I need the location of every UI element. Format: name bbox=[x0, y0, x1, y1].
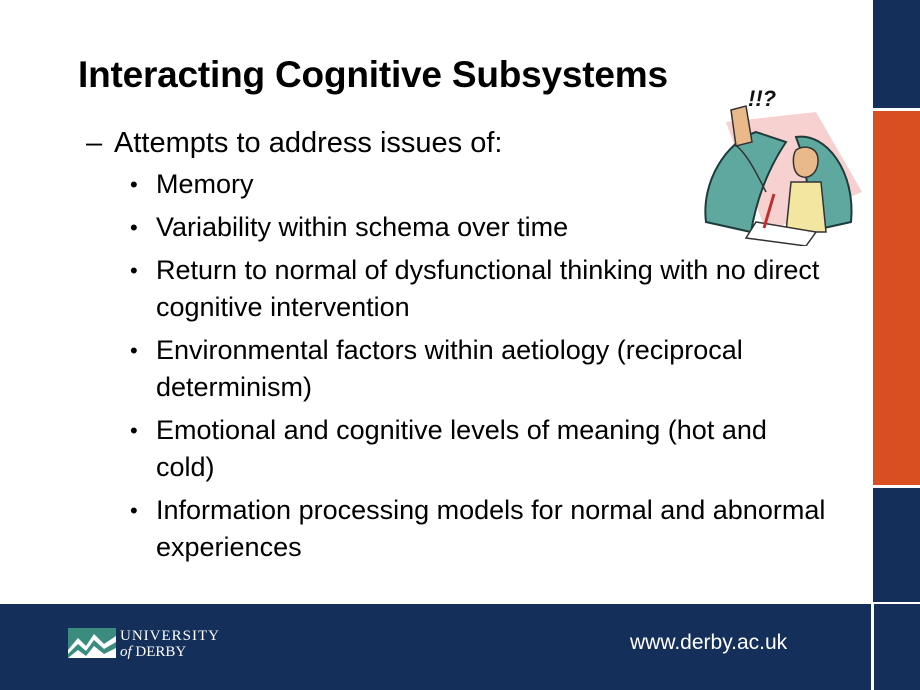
footer-bar-right bbox=[874, 604, 920, 690]
intro-text: Attempts to address issues of: bbox=[114, 127, 503, 159]
logo-of: of bbox=[120, 644, 132, 660]
list-item: • Variability within schema over time bbox=[86, 209, 826, 246]
right-bar-top bbox=[873, 0, 920, 108]
university-logo: UNIVERSITY of DERBY bbox=[68, 628, 238, 662]
bullet-marker: • bbox=[130, 418, 138, 443]
frustrated-person-clipart: !!? bbox=[704, 86, 862, 246]
list-item: • Memory bbox=[86, 166, 826, 203]
list-item-text: Information processing models for normal… bbox=[156, 495, 826, 562]
bullet-list: • Memory • Variability within schema over … bbox=[86, 166, 846, 566]
mountain-logo-icon bbox=[68, 628, 116, 658]
right-bar-bottom bbox=[873, 488, 920, 602]
logo-text: UNIVERSITY of DERBY bbox=[120, 628, 220, 660]
clipart-exclaim-text: !!? bbox=[748, 86, 776, 111]
bullet-marker: • bbox=[130, 498, 138, 523]
list-item: • Environmental factors within aetiology … bbox=[86, 332, 826, 406]
bullet-marker: • bbox=[130, 172, 138, 197]
logo-line-derby: of DERBY bbox=[120, 644, 220, 660]
list-item-text: Return to normal of dysfunctional thinki… bbox=[156, 255, 820, 322]
dash-marker: – bbox=[86, 127, 103, 159]
logo-derby: DERBY bbox=[135, 644, 187, 660]
list-item: • Emotional and cognitive levels of meani… bbox=[86, 412, 826, 486]
list-item-text: Memory bbox=[156, 169, 254, 199]
bullet-marker: • bbox=[130, 215, 138, 240]
footer-bar bbox=[0, 604, 871, 690]
website-url: www.derby.ac.uk bbox=[630, 631, 788, 654]
intro-line: – Attempts to address issues of: bbox=[86, 124, 846, 162]
bullet-marker: • bbox=[130, 258, 138, 283]
slide-content: – Attempts to address issues of: • Memory… bbox=[86, 124, 846, 572]
logo-line-university: UNIVERSITY bbox=[120, 628, 220, 644]
list-item: • Information processing models for norma… bbox=[86, 492, 826, 566]
slide-title: Interacting Cognitive Subsystems bbox=[78, 54, 668, 95]
bullet-marker: • bbox=[130, 338, 138, 363]
list-item-text: Emotional and cognitive levels of meanin… bbox=[156, 415, 767, 482]
list-item-text: Variability within schema over time bbox=[156, 212, 569, 242]
list-item: • Return to normal of dysfunctional think… bbox=[86, 252, 826, 326]
list-item-text: Environmental factors within aetiology (… bbox=[156, 335, 743, 402]
right-bar-middle bbox=[873, 111, 920, 485]
